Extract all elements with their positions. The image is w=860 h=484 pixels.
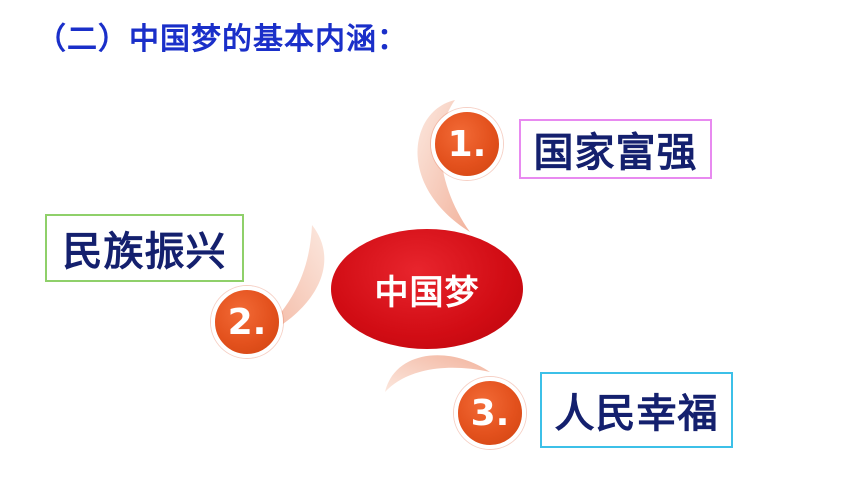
number-badge-1: 1.	[431, 108, 503, 180]
number-badge-2: 2.	[211, 286, 283, 358]
page-title: （二）中国梦的基本内涵：	[36, 22, 408, 57]
swoosh-1	[417, 100, 470, 232]
item-box-1: 国家富强	[519, 119, 712, 179]
item-box-3: 人民幸福	[540, 372, 733, 448]
swoosh-3	[385, 355, 490, 392]
swoosh-2	[255, 225, 325, 340]
number-badge-3: 3.	[454, 377, 526, 449]
item-box-2: 民族振兴	[45, 214, 244, 282]
central-dream-ellipse: 中国梦	[331, 229, 523, 349]
center-label: 中国梦	[374, 272, 480, 313]
